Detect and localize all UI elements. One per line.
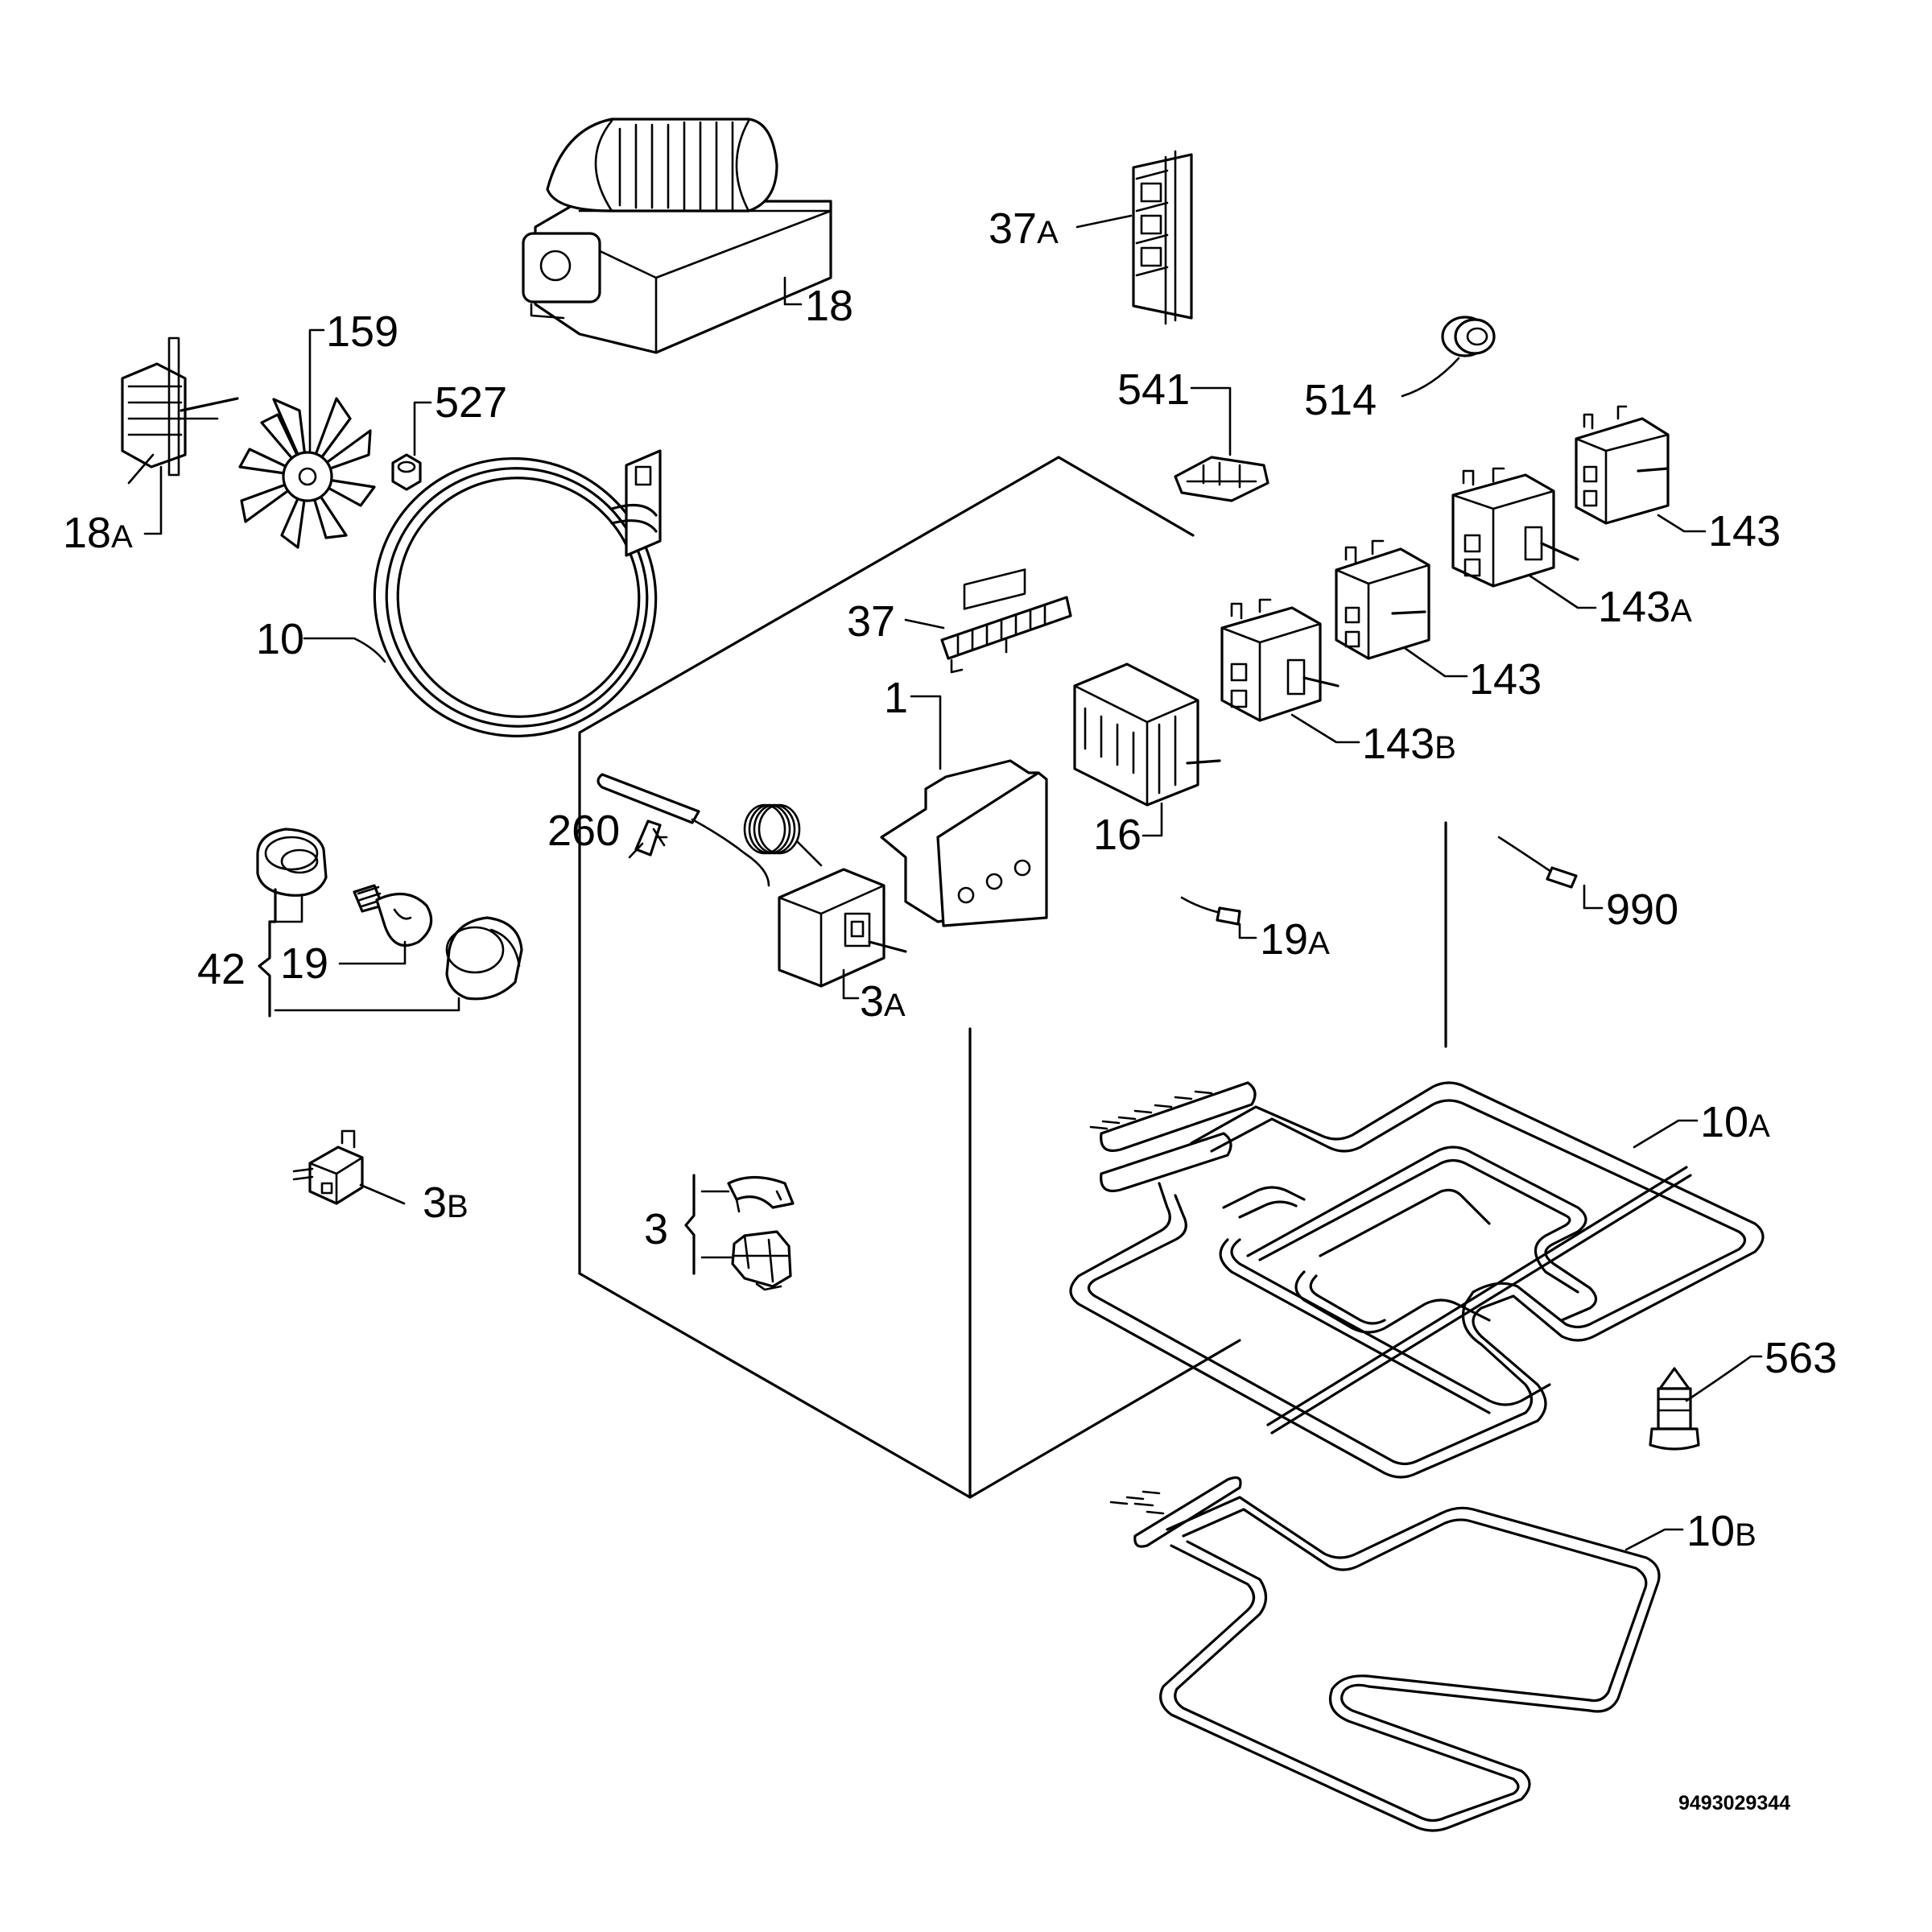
label-37a: 37A (989, 204, 1059, 253)
connector-541-part (1174, 456, 1269, 502)
label-563: 563 (1765, 1334, 1837, 1382)
label-143a: 143A (1598, 583, 1692, 631)
oven-cavity-outline (578, 456, 1447, 1499)
label-143-mid: 143 (1469, 655, 1542, 704)
leader-143-mid (1403, 646, 1468, 678)
label-514: 514 (1304, 376, 1377, 424)
sensor-990-part (1497, 836, 1578, 889)
thermostat-part (597, 773, 907, 988)
bottom-element-part (1109, 1476, 1661, 1832)
lamp-bulb-part (353, 884, 433, 947)
leader-541 (1190, 386, 1232, 456)
leader-3b (359, 1183, 406, 1205)
fan-blade-part (238, 397, 376, 549)
leader-18a (143, 465, 163, 535)
circular-element-part (373, 449, 662, 737)
regulator-143b-part (1220, 598, 1340, 722)
leader-18 (783, 276, 803, 306)
sensor-19a-part (1180, 896, 1241, 926)
bushing-part (1441, 316, 1496, 357)
label-42: 42 (197, 945, 246, 993)
label-16: 16 (1093, 811, 1141, 859)
leader-143-top (1657, 514, 1707, 533)
leader-10 (303, 637, 386, 663)
lamp-holder-part (256, 828, 328, 897)
label-143-top: 143 (1708, 507, 1781, 555)
foot-screw-part (1649, 1367, 1700, 1451)
label-10b: 10B (1686, 1507, 1757, 1555)
tangential-fan-part (522, 118, 832, 354)
leader-159 (308, 328, 325, 452)
drawing-reference-number: 9493029344 (1678, 1792, 1790, 1814)
label-10: 10 (256, 615, 304, 663)
label-3a: 3A (860, 977, 906, 1026)
leader-19a (1238, 923, 1257, 939)
leader-3a (842, 968, 860, 1000)
terminal-block-37a-part (1132, 150, 1193, 325)
fan-motor-part (121, 336, 239, 485)
grill-element-part (1069, 1081, 1765, 1479)
terminal-strip-37-part (940, 596, 1072, 674)
label-37: 37 (847, 597, 895, 646)
label-18a: 18A (63, 509, 133, 557)
label-159: 159 (326, 308, 398, 356)
leader-16 (1141, 802, 1163, 837)
leader-990 (1583, 884, 1604, 910)
lamp-cover-part (445, 916, 523, 1001)
label-1: 1 (884, 674, 908, 722)
selector-switch-part (1073, 663, 1221, 807)
leader-143a (1528, 574, 1597, 609)
leader-527 (413, 401, 432, 456)
label-143b: 143B (1362, 720, 1456, 768)
clip-part (628, 819, 668, 859)
leader-514 (1401, 357, 1460, 398)
switch-3b-part (292, 1129, 364, 1205)
leader-563 (1685, 1355, 1763, 1402)
label-260: 260 (547, 807, 620, 855)
electronic-timer-part (880, 568, 1048, 927)
label-3b: 3B (423, 1179, 469, 1227)
bracket-42 (258, 888, 460, 1018)
switch-3-part (727, 1175, 795, 1291)
leader-37a (1075, 214, 1133, 229)
label-19: 19 (280, 939, 328, 988)
label-10a: 10A (1700, 1098, 1770, 1146)
nut-part (391, 453, 422, 491)
leader-10b (1624, 1528, 1684, 1551)
label-541: 541 (1117, 365, 1190, 414)
label-18: 18 (805, 282, 853, 330)
leader-143b (1290, 713, 1360, 744)
label-990: 990 (1606, 886, 1678, 934)
leader-10a (1633, 1119, 1699, 1149)
regulator-143a-part (1451, 467, 1579, 588)
label-19a: 19A (1260, 915, 1330, 964)
leader-37 (904, 618, 945, 630)
regulator-143-mid-part (1335, 539, 1430, 660)
label-3: 3 (644, 1205, 668, 1253)
regulator-143-top-part (1575, 405, 1670, 525)
label-527: 527 (435, 378, 507, 427)
bracket-3 (684, 1174, 734, 1275)
leader-1 (910, 695, 942, 770)
